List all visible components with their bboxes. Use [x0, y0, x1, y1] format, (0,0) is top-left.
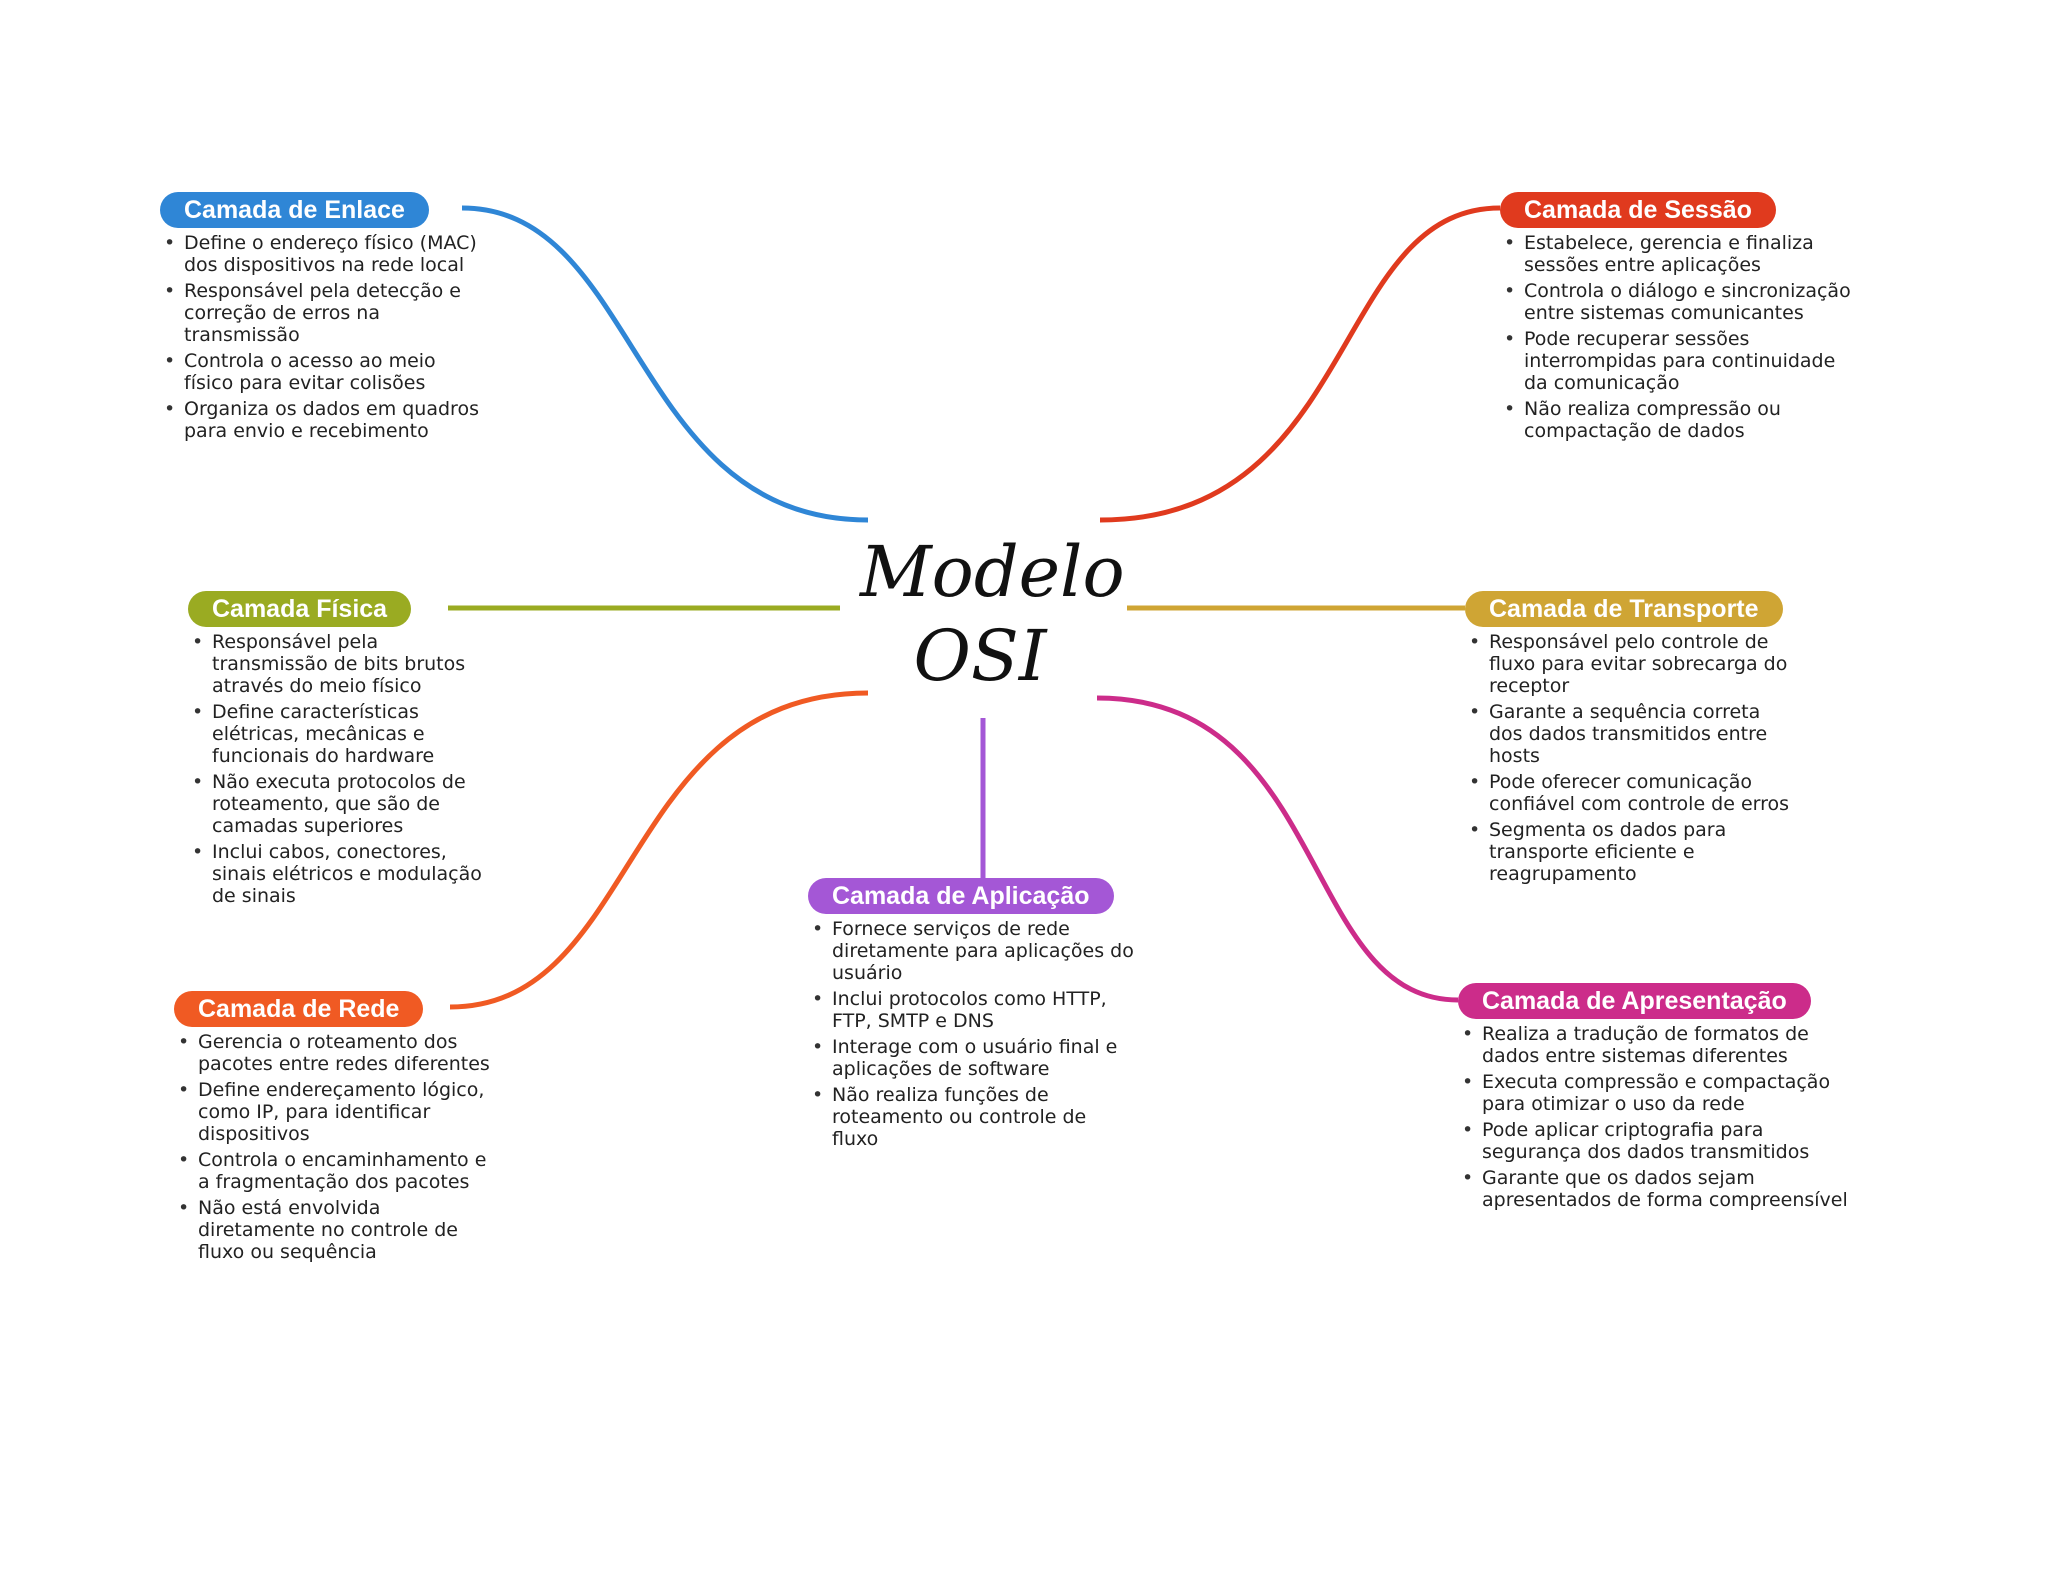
list-item: Interage com o usuário final e aplicaçõe… [808, 1036, 1138, 1080]
list-item: Pode aplicar criptografia para segurança… [1458, 1119, 1858, 1163]
list-item: Responsável pela transmissão de bits bru… [188, 631, 493, 697]
layer-enlace-list: Define o endereço físico (MAC) dos dispo… [160, 232, 490, 442]
layer-transporte: Camada de Transporte Responsável pelo co… [1465, 591, 1795, 889]
list-item: Não realiza compressão ou compactação de… [1500, 398, 1860, 442]
layer-apresentacao: Camada de Apresentação Realiza a traduçã… [1458, 983, 1858, 1215]
list-item: Responsável pelo controle de fluxo para … [1465, 631, 1795, 697]
list-item: Não realiza funções de roteamento ou con… [808, 1084, 1138, 1150]
list-item: Organiza os dados em quadros para envio … [160, 398, 490, 442]
layer-fisica: Camada Física Responsável pela transmiss… [188, 591, 493, 911]
layer-enlace-title: Camada de Enlace [160, 192, 429, 228]
list-item: Controla o diálogo e sincronização entre… [1500, 280, 1860, 324]
layer-fisica-list: Responsável pela transmissão de bits bru… [188, 631, 493, 907]
list-item: Não executa protocolos de roteamento, qu… [188, 771, 493, 837]
layer-transporte-title: Camada de Transporte [1465, 591, 1783, 627]
layer-rede-list: Gerencia o roteamento dos pacotes entre … [174, 1031, 499, 1263]
list-item: Pode oferecer comunicação confiável com … [1465, 771, 1795, 815]
layer-sessao-title: Camada de Sessão [1500, 192, 1776, 228]
list-item: Garante a sequência correta dos dados tr… [1465, 701, 1795, 767]
layer-aplicacao-list: Fornece serviços de rede diretamente par… [808, 918, 1138, 1150]
list-item: Controla o encaminhamento e a fragmentaç… [174, 1149, 499, 1193]
list-item: Estabelece, gerencia e finaliza sessões … [1500, 232, 1860, 276]
layer-transporte-list: Responsável pelo controle de fluxo para … [1465, 631, 1795, 885]
connector-sessao [1099, 205, 1501, 523]
layer-sessao-list: Estabelece, gerencia e finaliza sessões … [1500, 232, 1860, 442]
list-item: Controla o acesso ao meio físico para ev… [160, 350, 490, 394]
list-item: Responsável pela detecção e correção de … [160, 280, 490, 346]
list-item: Executa compressão e compactação para ot… [1458, 1071, 1858, 1115]
list-item: Garante que os dados sejam apresentados … [1458, 1167, 1858, 1211]
layer-rede: Camada de Rede Gerencia o roteamento dos… [174, 991, 499, 1267]
connector-apresentacao [1096, 695, 1459, 1003]
connector-enlace [461, 205, 869, 523]
layer-apresentacao-title: Camada de Apresentação [1458, 983, 1811, 1019]
connector-rede [449, 690, 869, 1010]
layer-sessao: Camada de Sessão Estabelece, gerencia e … [1500, 192, 1860, 446]
list-item: Define características elétricas, mecâni… [188, 701, 493, 767]
list-item: Inclui cabos, conectores, sinais elétric… [188, 841, 493, 907]
central-topic: Modelo OSI [860, 530, 1125, 698]
list-item: Inclui protocolos como HTTP, FTP, SMTP e… [808, 988, 1138, 1032]
layer-rede-title: Camada de Rede [174, 991, 424, 1027]
layer-apresentacao-list: Realiza a tradução de formatos de dados … [1458, 1023, 1858, 1211]
list-item: Define o endereço físico (MAC) dos dispo… [160, 232, 490, 276]
central-topic-line2: OSI [913, 615, 1047, 697]
central-topic-line1: Modelo [860, 531, 1125, 613]
list-item: Realiza a tradução de formatos de dados … [1458, 1023, 1858, 1067]
list-item: Fornece serviços de rede diretamente par… [808, 918, 1138, 984]
layer-enlace: Camada de Enlace Define o endereço físic… [160, 192, 490, 446]
list-item: Pode recuperar sessões interrompidas par… [1500, 328, 1860, 394]
list-item: Segmenta os dados para transporte eficie… [1465, 819, 1795, 885]
layer-aplicacao: Camada de Aplicação Fornece serviços de … [808, 878, 1138, 1154]
layer-aplicacao-title: Camada de Aplicação [808, 878, 1114, 914]
layer-fisica-title: Camada Física [188, 591, 412, 627]
list-item: Não está envolvida diretamente no contro… [174, 1197, 499, 1263]
list-item: Gerencia o roteamento dos pacotes entre … [174, 1031, 499, 1075]
list-item: Define endereçamento lógico, como IP, pa… [174, 1079, 499, 1145]
